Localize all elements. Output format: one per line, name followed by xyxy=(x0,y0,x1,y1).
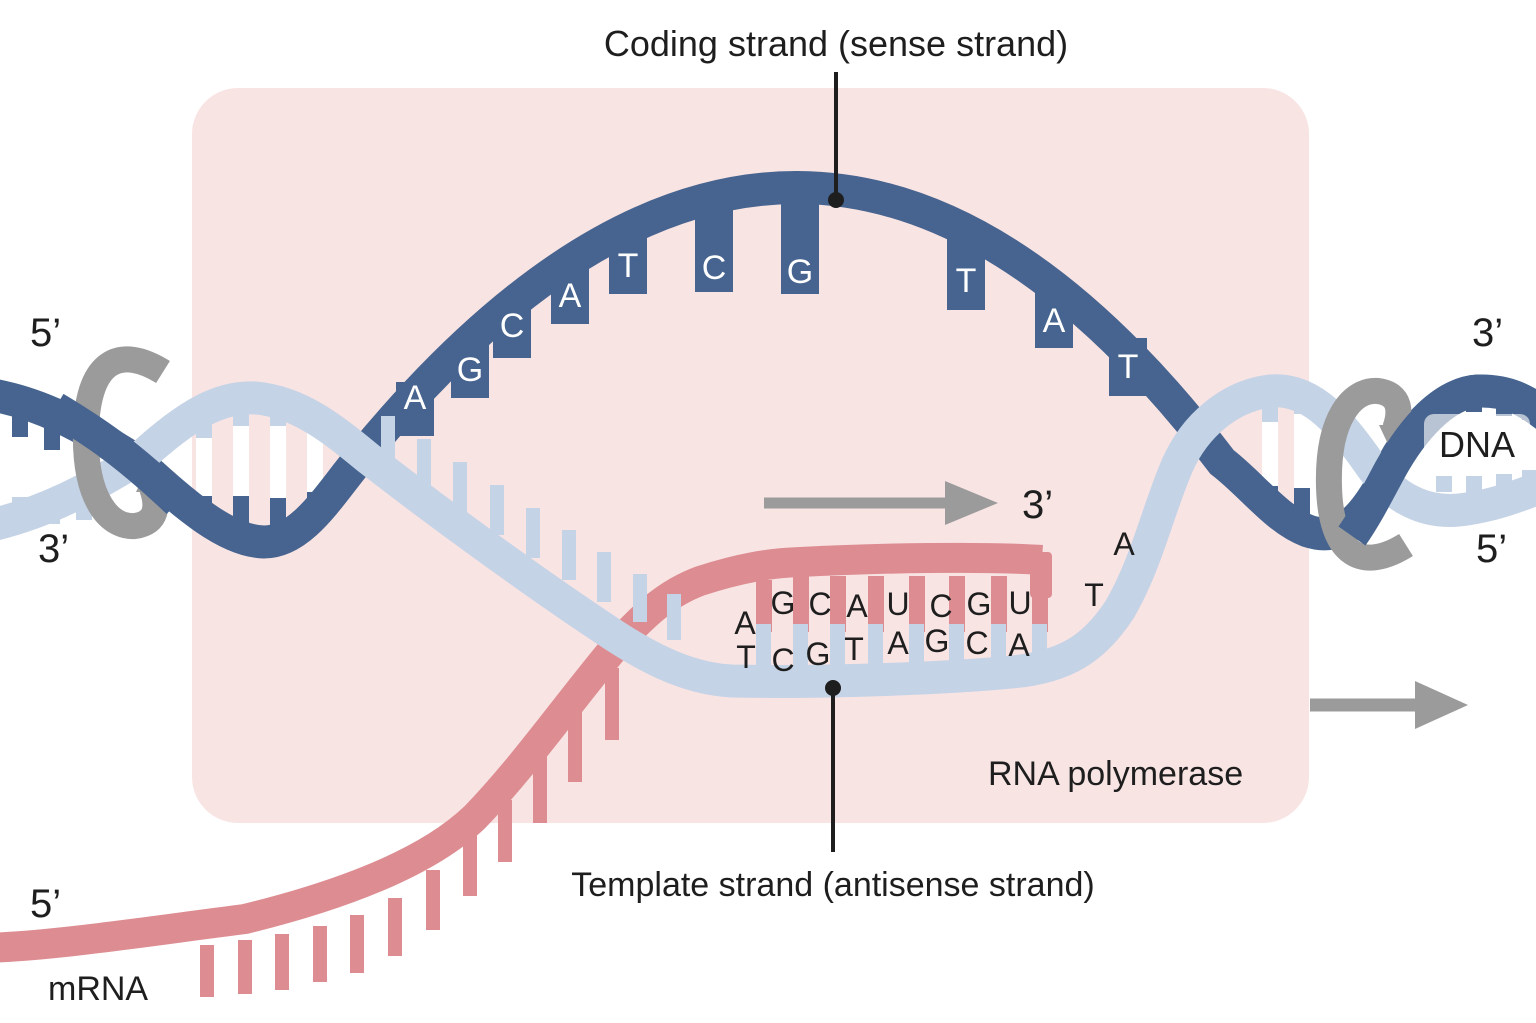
terminal-mrna-five-prime: 5’ xyxy=(30,882,61,926)
template-unpaired-base: T xyxy=(1084,577,1104,613)
coding-base: T xyxy=(1118,348,1139,386)
coding-base: A xyxy=(404,379,427,417)
mrna-base: U xyxy=(1008,585,1031,621)
coding-strand-leader xyxy=(828,72,844,208)
coding-base: G xyxy=(787,253,813,291)
template-base: C xyxy=(965,625,988,661)
dna-label-box xyxy=(1424,414,1530,468)
mrna-base: G xyxy=(771,585,796,621)
terminal-left-bottom: 3’ xyxy=(38,527,69,571)
mrna-bases: A G C A U C G U xyxy=(734,585,1031,641)
coding-base: A xyxy=(559,277,582,315)
dna-label: DNA xyxy=(1439,424,1515,465)
coding-base: A xyxy=(1043,302,1066,340)
diagram-title: Coding strand (sense strand) xyxy=(604,23,1068,64)
coding-base: C xyxy=(702,249,727,287)
template-unpaired-teeth xyxy=(1132,481,1179,575)
coding-base: T xyxy=(956,262,977,300)
template-strand-leader xyxy=(825,680,841,852)
coding-strand-over-crossing-left xyxy=(46,393,190,515)
right-arrow-icon-exit xyxy=(1310,681,1468,729)
template-base: C xyxy=(771,642,794,678)
mrna-label: mRNA xyxy=(48,970,148,1008)
mrna-strand xyxy=(0,542,1043,963)
mrna-base: C xyxy=(808,586,831,622)
template-base: A xyxy=(1008,627,1030,663)
coding-base: T xyxy=(618,247,639,285)
mrna-tail-teeth xyxy=(200,668,619,997)
mrna-base: A xyxy=(846,588,868,624)
coding-strand-bases: A G C A T C G T A T xyxy=(404,247,1139,417)
coding-strand-teeth xyxy=(396,196,1147,436)
template-bases: T C G T A G C A xyxy=(736,623,1030,678)
template-base: G xyxy=(806,636,831,672)
mrna-base: U xyxy=(886,586,909,622)
mrna-base: A xyxy=(734,605,756,641)
template-base: G xyxy=(925,623,950,659)
template-base: T xyxy=(736,639,756,675)
rna-polymerase-label: RNA polymerase xyxy=(988,755,1243,793)
template-base: T xyxy=(844,631,864,667)
template-base: A xyxy=(887,625,909,661)
mrna-bubble-teeth xyxy=(756,576,1048,632)
template-bubble-teeth xyxy=(756,624,1047,666)
coding-base: C xyxy=(500,307,525,345)
bubble-direction-label: 3’ xyxy=(1022,483,1053,527)
mrna-base: C xyxy=(929,588,952,624)
terminal-right-top: 3’ xyxy=(1472,311,1503,355)
template-diagonal-teeth xyxy=(381,416,681,640)
template-strand-label: Template strand (antisense strand) xyxy=(571,866,1094,904)
coding-base: G xyxy=(457,351,483,389)
mrna-base: G xyxy=(967,586,992,622)
template-unpaired-base: A xyxy=(1113,526,1135,562)
coding-strand-over-crossing-right xyxy=(1338,374,1481,546)
right-arrow-icon-bubble xyxy=(764,481,998,525)
terminal-left-top: 5’ xyxy=(30,311,61,355)
terminal-right-bottom: 5’ xyxy=(1476,527,1507,571)
template-unpaired-bases: T A xyxy=(1084,526,1135,613)
